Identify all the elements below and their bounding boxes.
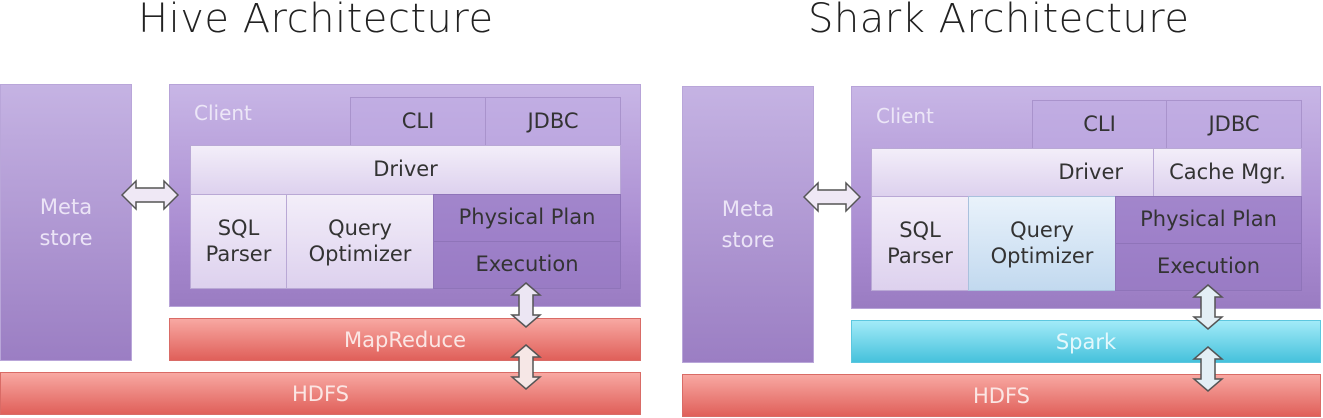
- hive-driver: Driver: [190, 145, 621, 195]
- shark-query-optimizer-line1: Query: [1010, 218, 1074, 243]
- hive-query-optimizer: Query Optimizer: [286, 194, 434, 289]
- hive-execution: Execution: [433, 241, 621, 289]
- hive-sql-parser-line2: Parser: [205, 241, 272, 266]
- hive-cli: CLI: [350, 97, 486, 146]
- hive-physical-plan: Physical Plan: [433, 194, 621, 242]
- shark-query-optimizer-line2: Optimizer: [990, 243, 1094, 268]
- shark-spark: Spark: [851, 320, 1321, 363]
- hive-mapreduce: MapReduce: [169, 318, 641, 361]
- shark-execution-spark-double-arrow-icon: [1191, 284, 1225, 330]
- hive-mapreduce-hdfs-double-arrow-icon: [509, 344, 543, 390]
- shark-sql-parser: SQL Parser: [871, 196, 969, 291]
- shark-metastore-label-2: store: [721, 227, 775, 252]
- shark-query-optimizer: Query Optimizer: [968, 196, 1116, 291]
- shark-client-label: Client: [876, 104, 934, 128]
- hive-jdbc: JDBC: [485, 97, 621, 146]
- hive-client-label: Client: [194, 101, 252, 125]
- hive-sql-parser-line1: SQL: [217, 216, 260, 241]
- shark-jdbc: JDBC: [1166, 100, 1302, 149]
- hive-metastore-client-double-arrow-icon: [120, 179, 180, 211]
- hive-hdfs: HDFS: [0, 372, 641, 415]
- shark-hdfs: HDFS: [682, 374, 1321, 417]
- hive-metastore-label-1: Meta: [39, 195, 93, 220]
- hive-sql-parser: SQL Parser: [190, 194, 287, 289]
- shark-metastore-label-1: Meta: [721, 197, 775, 222]
- hive-query-optimizer-line2: Optimizer: [308, 241, 412, 266]
- shark-cli: CLI: [1032, 100, 1167, 149]
- shark-metastore-client-double-arrow-icon: [802, 181, 862, 213]
- shark-title: Shark Architecture: [808, 0, 1190, 42]
- shark-spark-hdfs-double-arrow-icon: [1191, 346, 1225, 392]
- shark-physical-plan: Physical Plan: [1115, 196, 1302, 244]
- hive-execution-mapreduce-double-arrow-icon: [509, 282, 543, 328]
- shark-driver: Driver: [871, 148, 1154, 197]
- shark-sql-parser-line1: SQL: [899, 218, 941, 243]
- hive-metastore: Meta store: [0, 84, 132, 361]
- shark-cache-mgr: Cache Mgr.: [1153, 148, 1302, 197]
- shark-execution: Execution: [1115, 243, 1302, 291]
- hive-query-optimizer-line1: Query: [328, 216, 392, 241]
- hive-title: Hive Architecture: [138, 0, 494, 42]
- hive-metastore-label-2: store: [39, 225, 93, 250]
- shark-metastore: Meta store: [682, 86, 814, 363]
- shark-sql-parser-line2: Parser: [887, 243, 953, 268]
